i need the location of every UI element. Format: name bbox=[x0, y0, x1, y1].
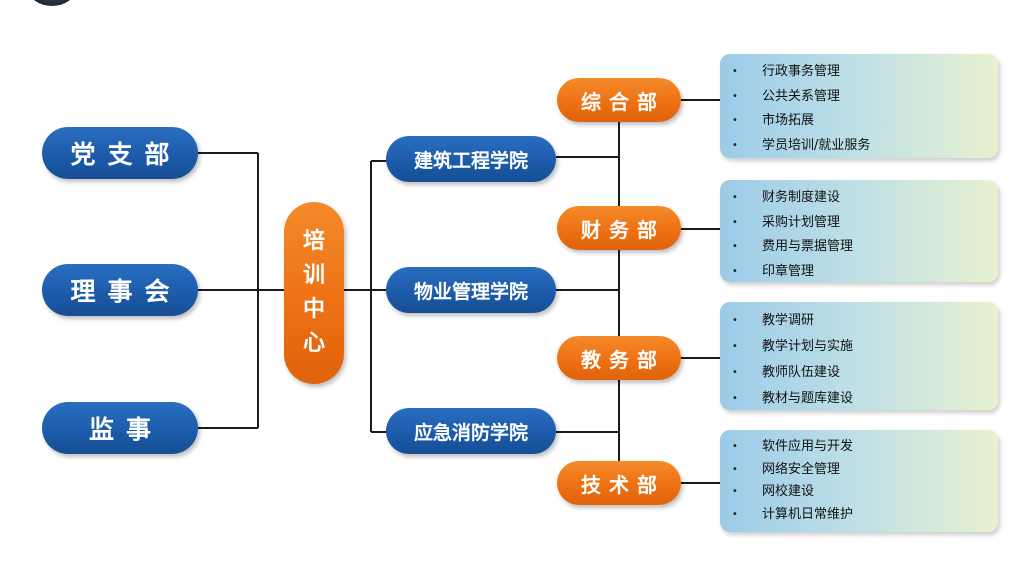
duty-item: •费用与票据管理 bbox=[732, 239, 854, 254]
duty-item: •教材与题库建设 bbox=[732, 391, 854, 406]
duty-item: •网络安全管理 bbox=[732, 461, 841, 477]
center-char-1: 培 bbox=[302, 229, 325, 254]
center-char-2: 训 bbox=[302, 263, 325, 288]
duty-box-academic: •教学调研 •教学计划与实施 •教师队伍建设 •教材与题库建设 bbox=[720, 302, 998, 410]
duty-item: •教学计划与实施 bbox=[732, 339, 854, 354]
duty-box-general: •行政事务管理 •公共关系管理 •市场拓展 •学员培训/就业服务 bbox=[720, 54, 998, 158]
center-char-3: 中 bbox=[302, 297, 325, 322]
center-char-4: 心 bbox=[302, 331, 325, 356]
duty-item: •市场拓展 bbox=[732, 113, 815, 128]
duty-item: •教师队伍建设 bbox=[732, 365, 841, 380]
duty-item: •行政事务管理 bbox=[732, 64, 841, 79]
duty-item: •软件应用与开发 bbox=[732, 439, 854, 454]
node-dept-academic: 教务部 bbox=[557, 336, 681, 380]
duty-item: •教学调研 bbox=[732, 313, 815, 328]
node-dept-technical: 技术部 bbox=[557, 461, 681, 505]
node-council: 理事会 bbox=[42, 264, 198, 316]
duty-item: •网校建设 bbox=[732, 484, 815, 499]
node-training-center: 培 训 中 心 bbox=[284, 202, 344, 384]
node-college-emergency: 应急消防学院 bbox=[386, 408, 556, 454]
duty-item: •计算机日常维护 bbox=[732, 506, 854, 522]
node-supervisor: 监事 bbox=[42, 402, 198, 454]
duty-item: •公共关系管理 bbox=[732, 88, 841, 104]
corner-decoration bbox=[28, 0, 76, 6]
node-dept-general: 综合部 bbox=[557, 78, 681, 122]
duty-item: •采购计划管理 bbox=[732, 214, 841, 230]
duty-item: •学员培训/就业服务 bbox=[732, 137, 871, 153]
duty-box-technical: •软件应用与开发 •网络安全管理 •网校建设 •计算机日常维护 bbox=[720, 430, 998, 532]
node-college-construction: 建筑工程学院 bbox=[386, 136, 556, 182]
duty-box-finance: •财务制度建设 •采购计划管理 •费用与票据管理 •印章管理 bbox=[720, 180, 998, 282]
node-dept-finance: 财务部 bbox=[557, 206, 681, 250]
duty-item: •印章管理 bbox=[732, 263, 815, 279]
node-college-property: 物业管理学院 bbox=[386, 267, 556, 313]
duty-item: •财务制度建设 bbox=[732, 190, 841, 205]
node-party-branch: 党支部 bbox=[42, 127, 198, 179]
